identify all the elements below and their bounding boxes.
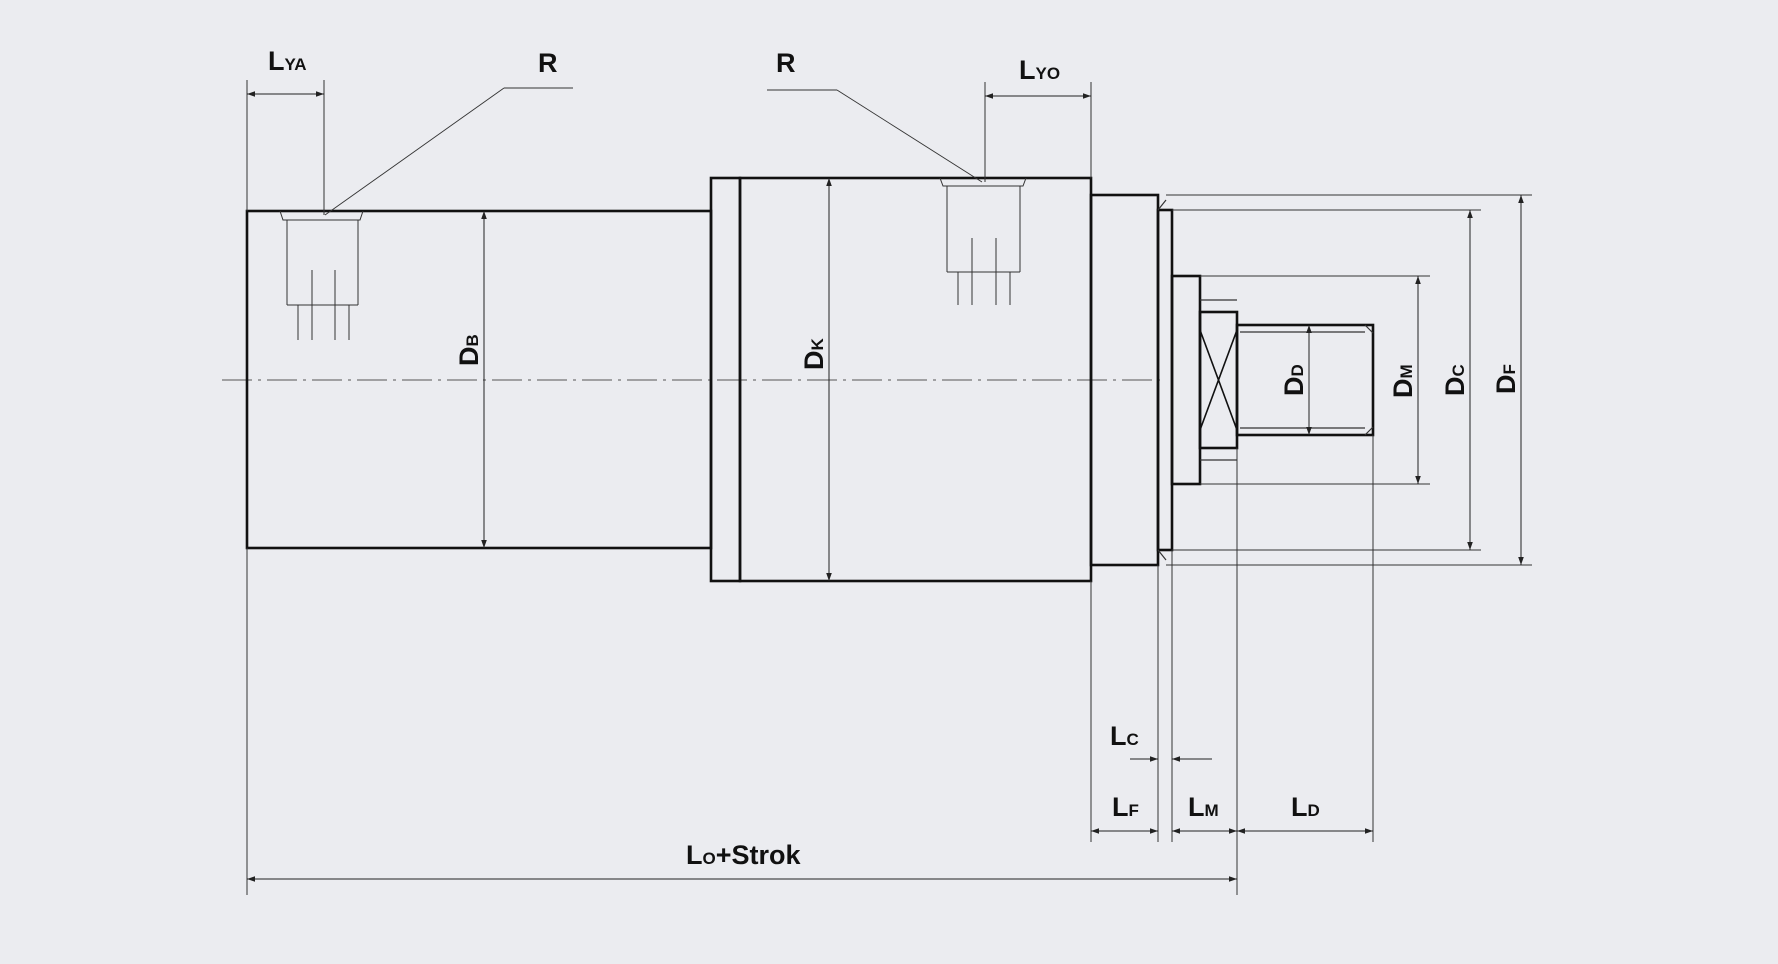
extension-lines xyxy=(246,80,1532,895)
label-r-right: R xyxy=(776,48,796,78)
rod-shoulder xyxy=(1170,274,1202,486)
label-df: DF xyxy=(1491,364,1521,394)
label-lya: LYA xyxy=(268,46,307,76)
port-b xyxy=(939,177,1027,305)
label-dk: DK xyxy=(799,338,829,371)
thread-detail-lines xyxy=(1157,199,1374,561)
label-total: LO+Strok xyxy=(686,840,802,870)
rod-thread xyxy=(1235,323,1375,437)
wrench-flat-cross xyxy=(1199,329,1238,431)
cylinder-outline xyxy=(245,176,1375,583)
dimension-lines xyxy=(247,91,1524,882)
label-dm: DM xyxy=(1388,364,1418,398)
label-r-left: R xyxy=(538,48,558,78)
label-ld: LD xyxy=(1291,792,1320,822)
label-dc: DC xyxy=(1440,364,1470,396)
gland-step xyxy=(1156,208,1174,552)
label-lyo: LYO xyxy=(1019,55,1060,85)
label-lc: LC xyxy=(1110,721,1139,751)
label-db: DB xyxy=(454,334,484,366)
label-dd: DD xyxy=(1279,364,1309,396)
port-a xyxy=(279,210,364,340)
label-lm: LM xyxy=(1188,792,1219,822)
label-lf: LF xyxy=(1112,792,1139,822)
leader-lines xyxy=(324,87,983,216)
